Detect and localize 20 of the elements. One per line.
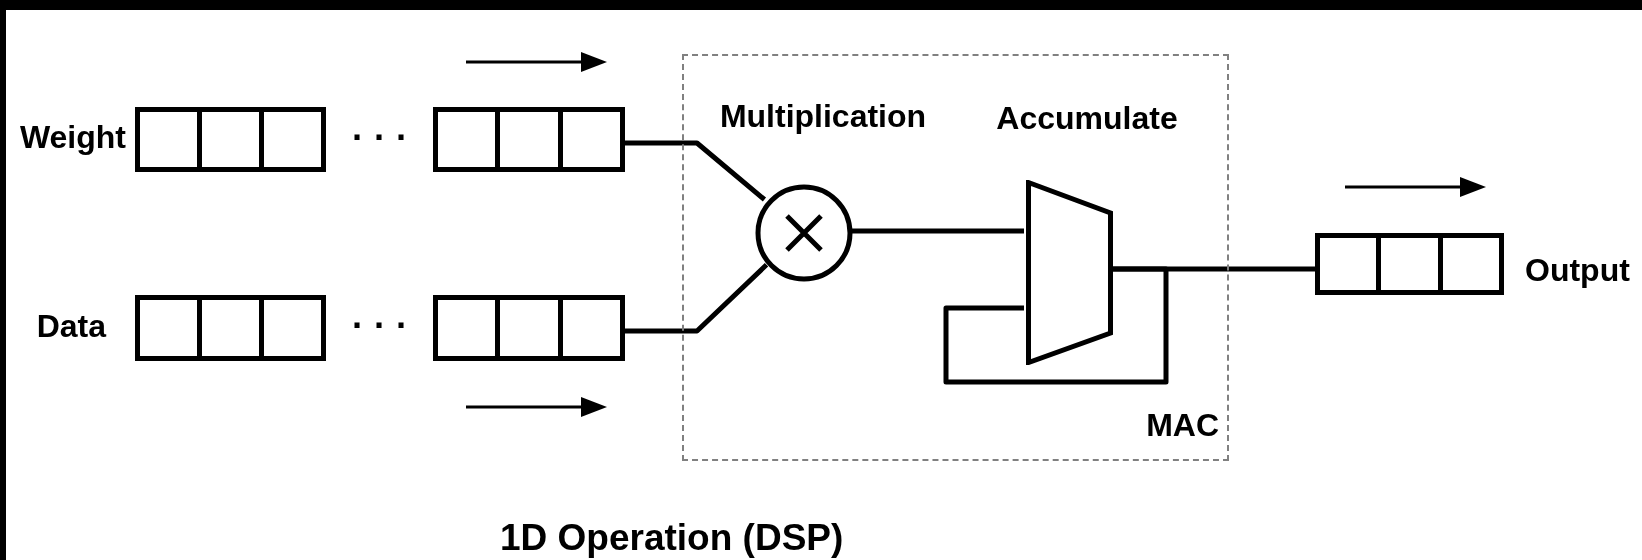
group-label: MAC <box>1146 409 1219 441</box>
multiplier-circle <box>755 184 853 282</box>
node-label: Weight <box>18 121 126 153</box>
connector-line <box>943 266 1169 385</box>
node-label: Data <box>35 310 106 342</box>
ellipsis-mark: · · · <box>351 308 409 344</box>
node-label: Accumulate <box>995 102 1179 134</box>
node-label: Multiplication <box>718 100 928 132</box>
register-box <box>433 107 625 172</box>
register-box <box>433 295 625 361</box>
node-label: Output <box>1525 254 1631 286</box>
diagram-caption: 1D Operation (DSP) <box>500 519 844 556</box>
connector-line <box>851 228 1024 234</box>
register-box <box>135 295 326 361</box>
connector-line <box>625 140 767 202</box>
connector-line <box>625 262 769 334</box>
register-box <box>1315 233 1504 295</box>
dashed-group-box <box>682 54 1229 461</box>
ellipsis-mark: · · · <box>351 120 409 156</box>
register-box <box>135 107 326 172</box>
